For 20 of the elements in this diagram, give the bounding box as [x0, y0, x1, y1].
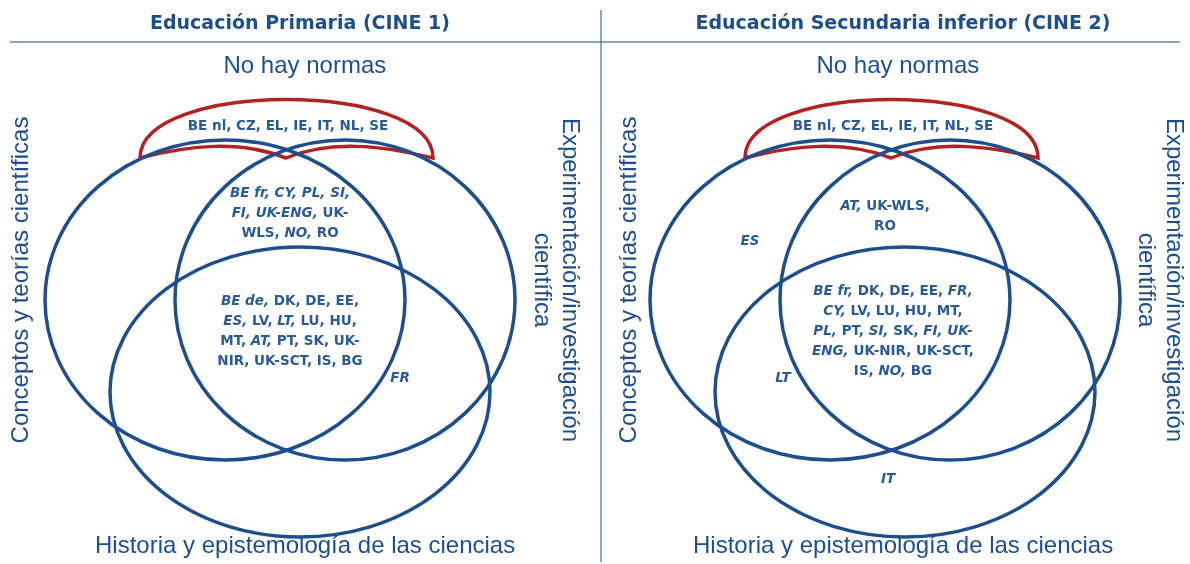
region-text: AT, UK-WLS, RO	[840, 196, 930, 235]
set-label: Historia y epistemología de las ciencias	[693, 531, 1114, 559]
region-text: ES	[739, 231, 761, 250]
panel-heading: Educación Secundaria inferior (CINE 2)	[695, 11, 1111, 33]
set-label: Experimentación/investigación científica	[1133, 116, 1189, 445]
region-text: BE nl, CZ, EL, IE, IT, NL, SE	[186, 116, 390, 135]
region-text: BE fr, CY, PL, SI, FI, UK-ENG, UK-WLS, NO, RO	[228, 183, 352, 242]
region-text: BE fr, DK, DE, EE, FR, CY, LV, LU, HU, MT, PL, PT, SI, SK, FI, UK-ENG, UK-NIR, UK-SCT, IS, NO, BG	[811, 281, 975, 380]
set-label: No hay normas	[223, 51, 387, 79]
region-text: LT	[774, 368, 793, 387]
set-label: Conceptos y teorías científicas	[613, 116, 642, 444]
region-text: FR	[389, 368, 411, 387]
region-text: BE nl, CZ, EL, IE, IT, NL, SE	[791, 116, 995, 135]
set-label: No hay normas	[816, 51, 980, 79]
region-text: IT	[879, 469, 897, 488]
set-label: Conceptos y teorías científicas	[5, 116, 34, 444]
set-label: Historia y epistemología de las ciencias	[95, 531, 516, 559]
set-label: Experimentación/investigación científica	[529, 116, 585, 445]
region-text: BE de, DK, DE, EE, ES, LV, LT, LU, HU, MT, AT, PT, SK, UK-NIR, UK-SCT, IS, BG	[216, 291, 364, 370]
panel-heading: Educación Primaria (CINE 1)	[150, 11, 450, 33]
